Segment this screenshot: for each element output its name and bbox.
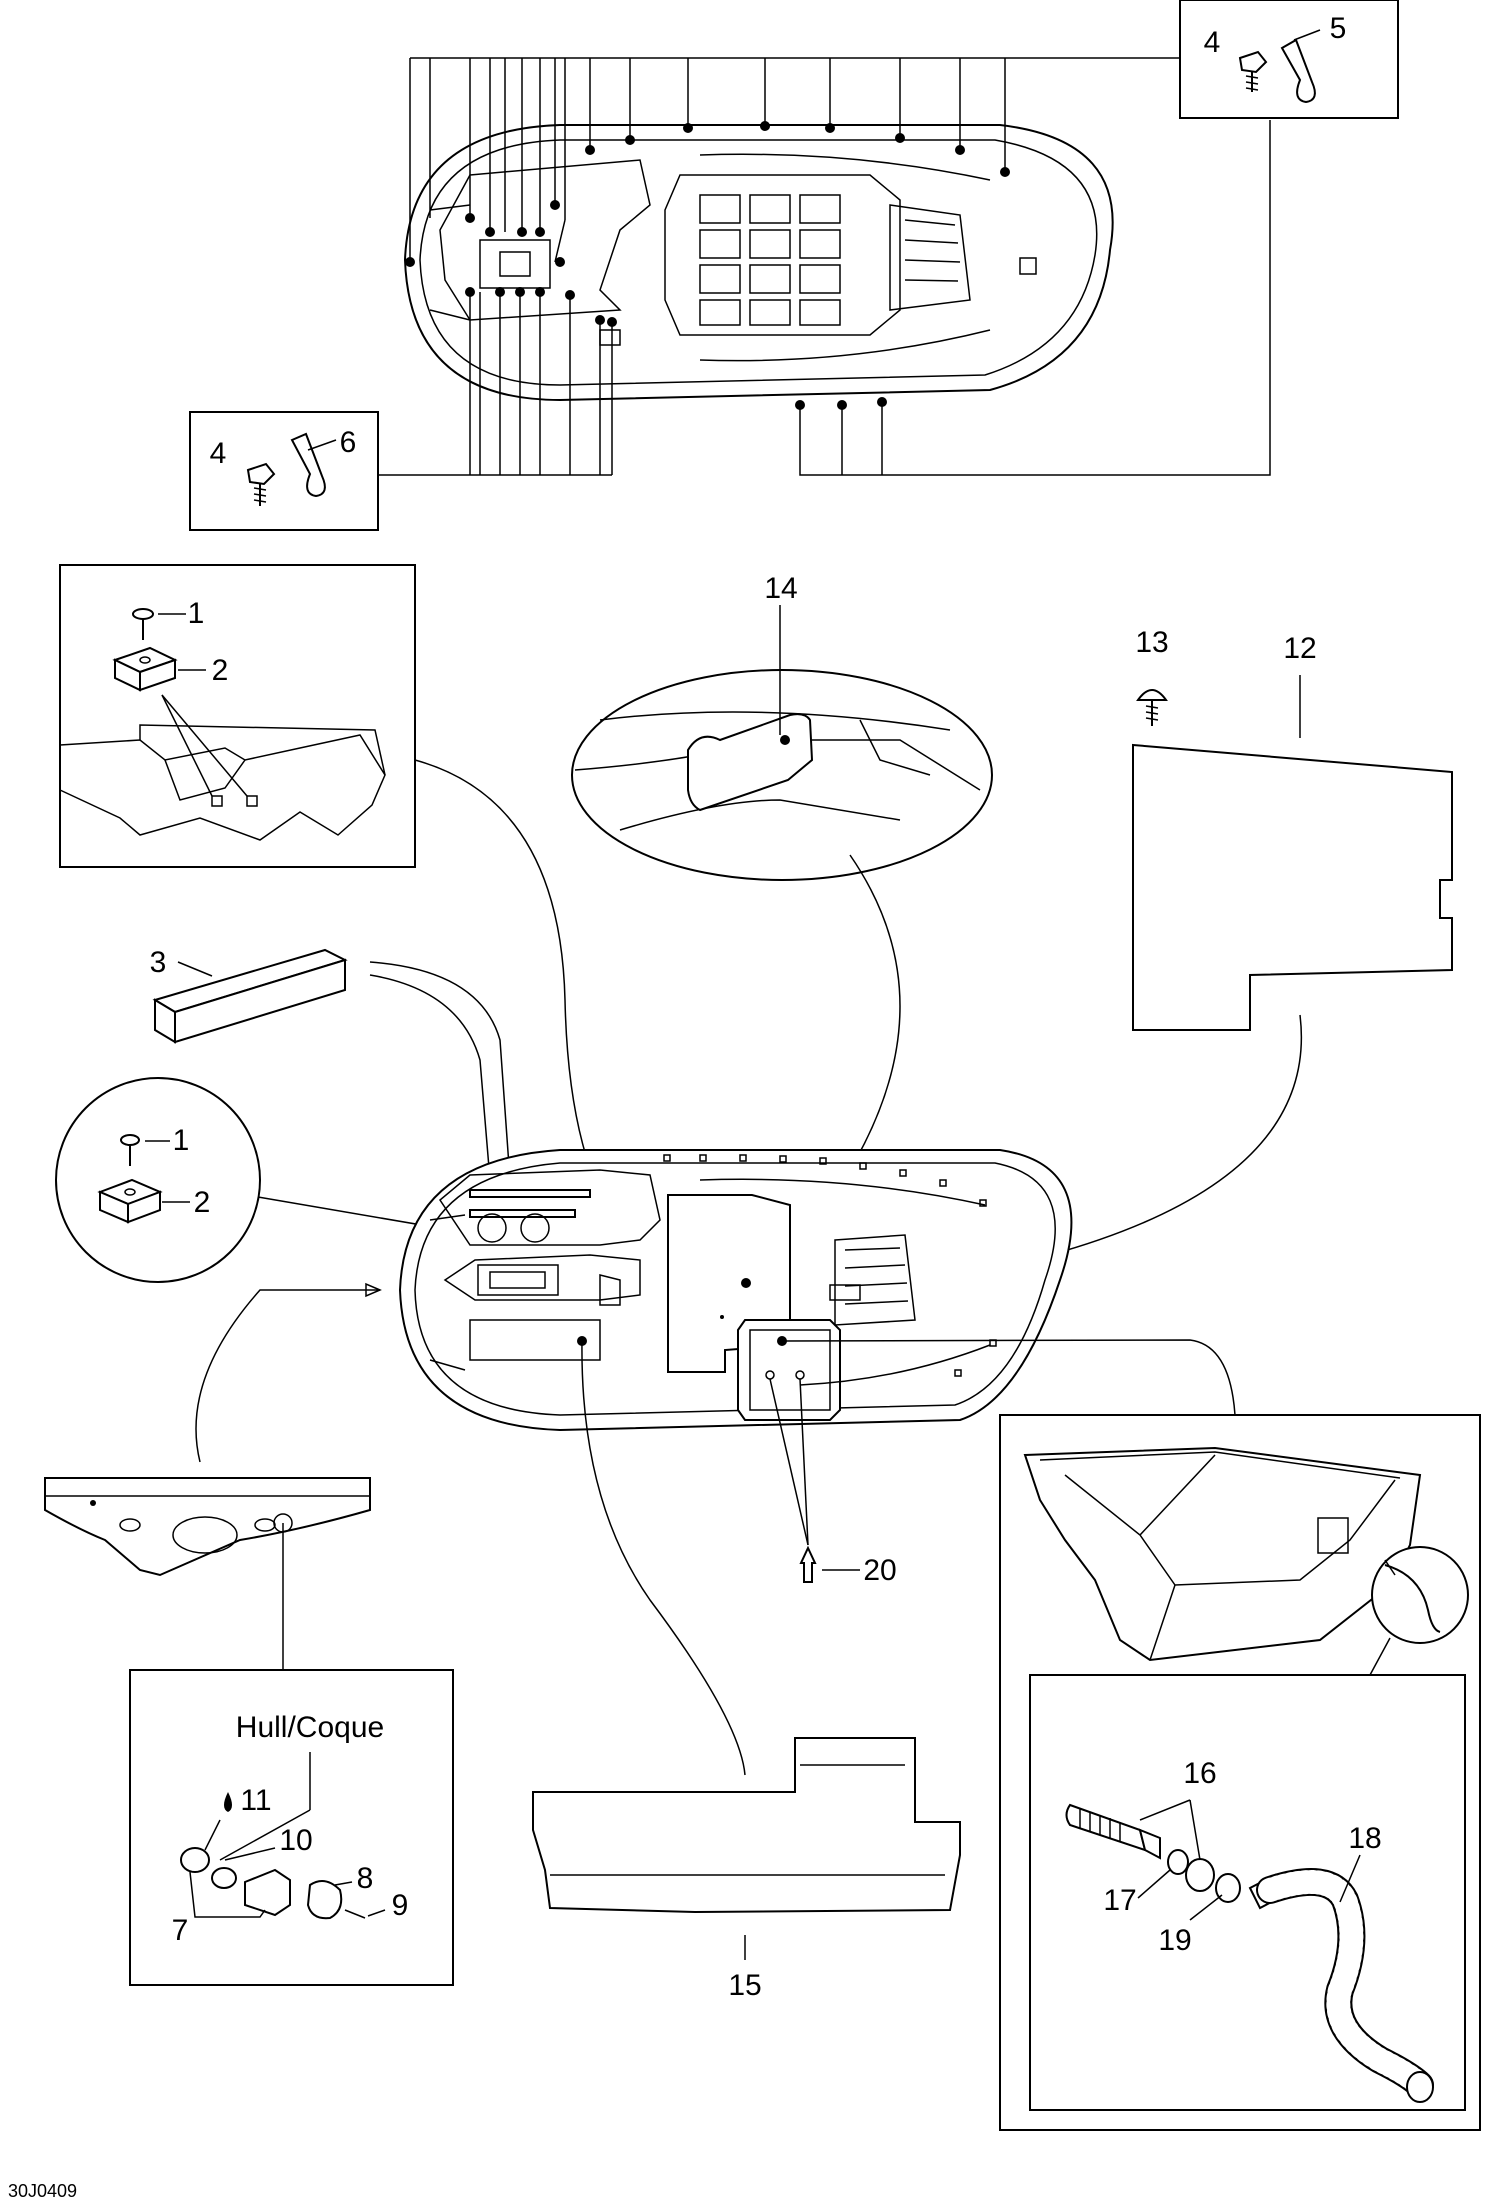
callout-5: 5 [1330, 12, 1347, 45]
pad-icon [112, 646, 178, 692]
callout-20: 20 [863, 1554, 896, 1587]
callout-14: 14 [764, 572, 797, 605]
callout-17: 17 [1103, 1884, 1136, 1917]
part-3-block: 3 [150, 946, 511, 1181]
callout-11: 11 [240, 1784, 271, 1817]
hull-main-view [398, 1149, 1236, 1776]
callout-1b: 1 [173, 1124, 190, 1157]
callout-1a: 1 [188, 597, 205, 630]
screw-icon [1238, 50, 1268, 92]
callout-19: 19 [1158, 1924, 1191, 1957]
callout-3: 3 [150, 946, 167, 979]
cable-tie-icon [290, 432, 326, 498]
fastener-box-4-6: 4 6 [189, 411, 379, 531]
part-13-screw: 13 [1135, 626, 1169, 726]
part-12-panel: 12 [1132, 632, 1453, 1031]
callout-2b: 2 [194, 1186, 211, 1219]
rivet-icon [120, 1134, 140, 1166]
detail-ellipse-14: 14 [571, 572, 993, 881]
detail-box-16-19: 16 17 19 18 [999, 1414, 1481, 2131]
callout-4b: 4 [210, 437, 227, 470]
callout-6: 6 [340, 426, 357, 459]
detail-box-1-2: 1 2 [59, 564, 416, 868]
callout-10: 10 [279, 1824, 312, 1857]
callout-18: 18 [1348, 1822, 1381, 1855]
fastener-box-4-5: 4 5 [1179, 0, 1399, 119]
hull-coque-label: Hull/Coque [236, 1711, 384, 1744]
callout-8: 8 [357, 1862, 374, 1895]
callout-7: 7 [172, 1914, 189, 1947]
cable-tie-icon [1280, 38, 1316, 104]
drop-icon [224, 1792, 232, 1812]
pad-icon [97, 1178, 163, 1224]
callout-2a: 2 [212, 654, 229, 687]
screw-icon [246, 462, 276, 506]
hull-bottom-fragment [44, 1282, 382, 1670]
drawing-code: 30J0409 [8, 2181, 77, 2201]
detail-circle-1-2: 1 2 [55, 1077, 261, 1283]
callout-9: 9 [392, 1889, 409, 1922]
part-20-rivet: 20 [799, 1545, 897, 1587]
callout-12: 12 [1283, 632, 1316, 665]
detail-box-7-11: Hull/Coque 11 10 8 9 7 [129, 1669, 454, 1986]
rivet-icon [132, 608, 154, 640]
corrugated-hose [1256, 1868, 1434, 2103]
callout-15: 15 [728, 1969, 761, 2002]
part-15-panel: 15 [532, 1737, 961, 2002]
callout-4a: 4 [1204, 26, 1221, 59]
hull-top-view [378, 57, 1271, 476]
callout-13: 13 [1135, 626, 1168, 659]
callout-16: 16 [1183, 1757, 1216, 1790]
